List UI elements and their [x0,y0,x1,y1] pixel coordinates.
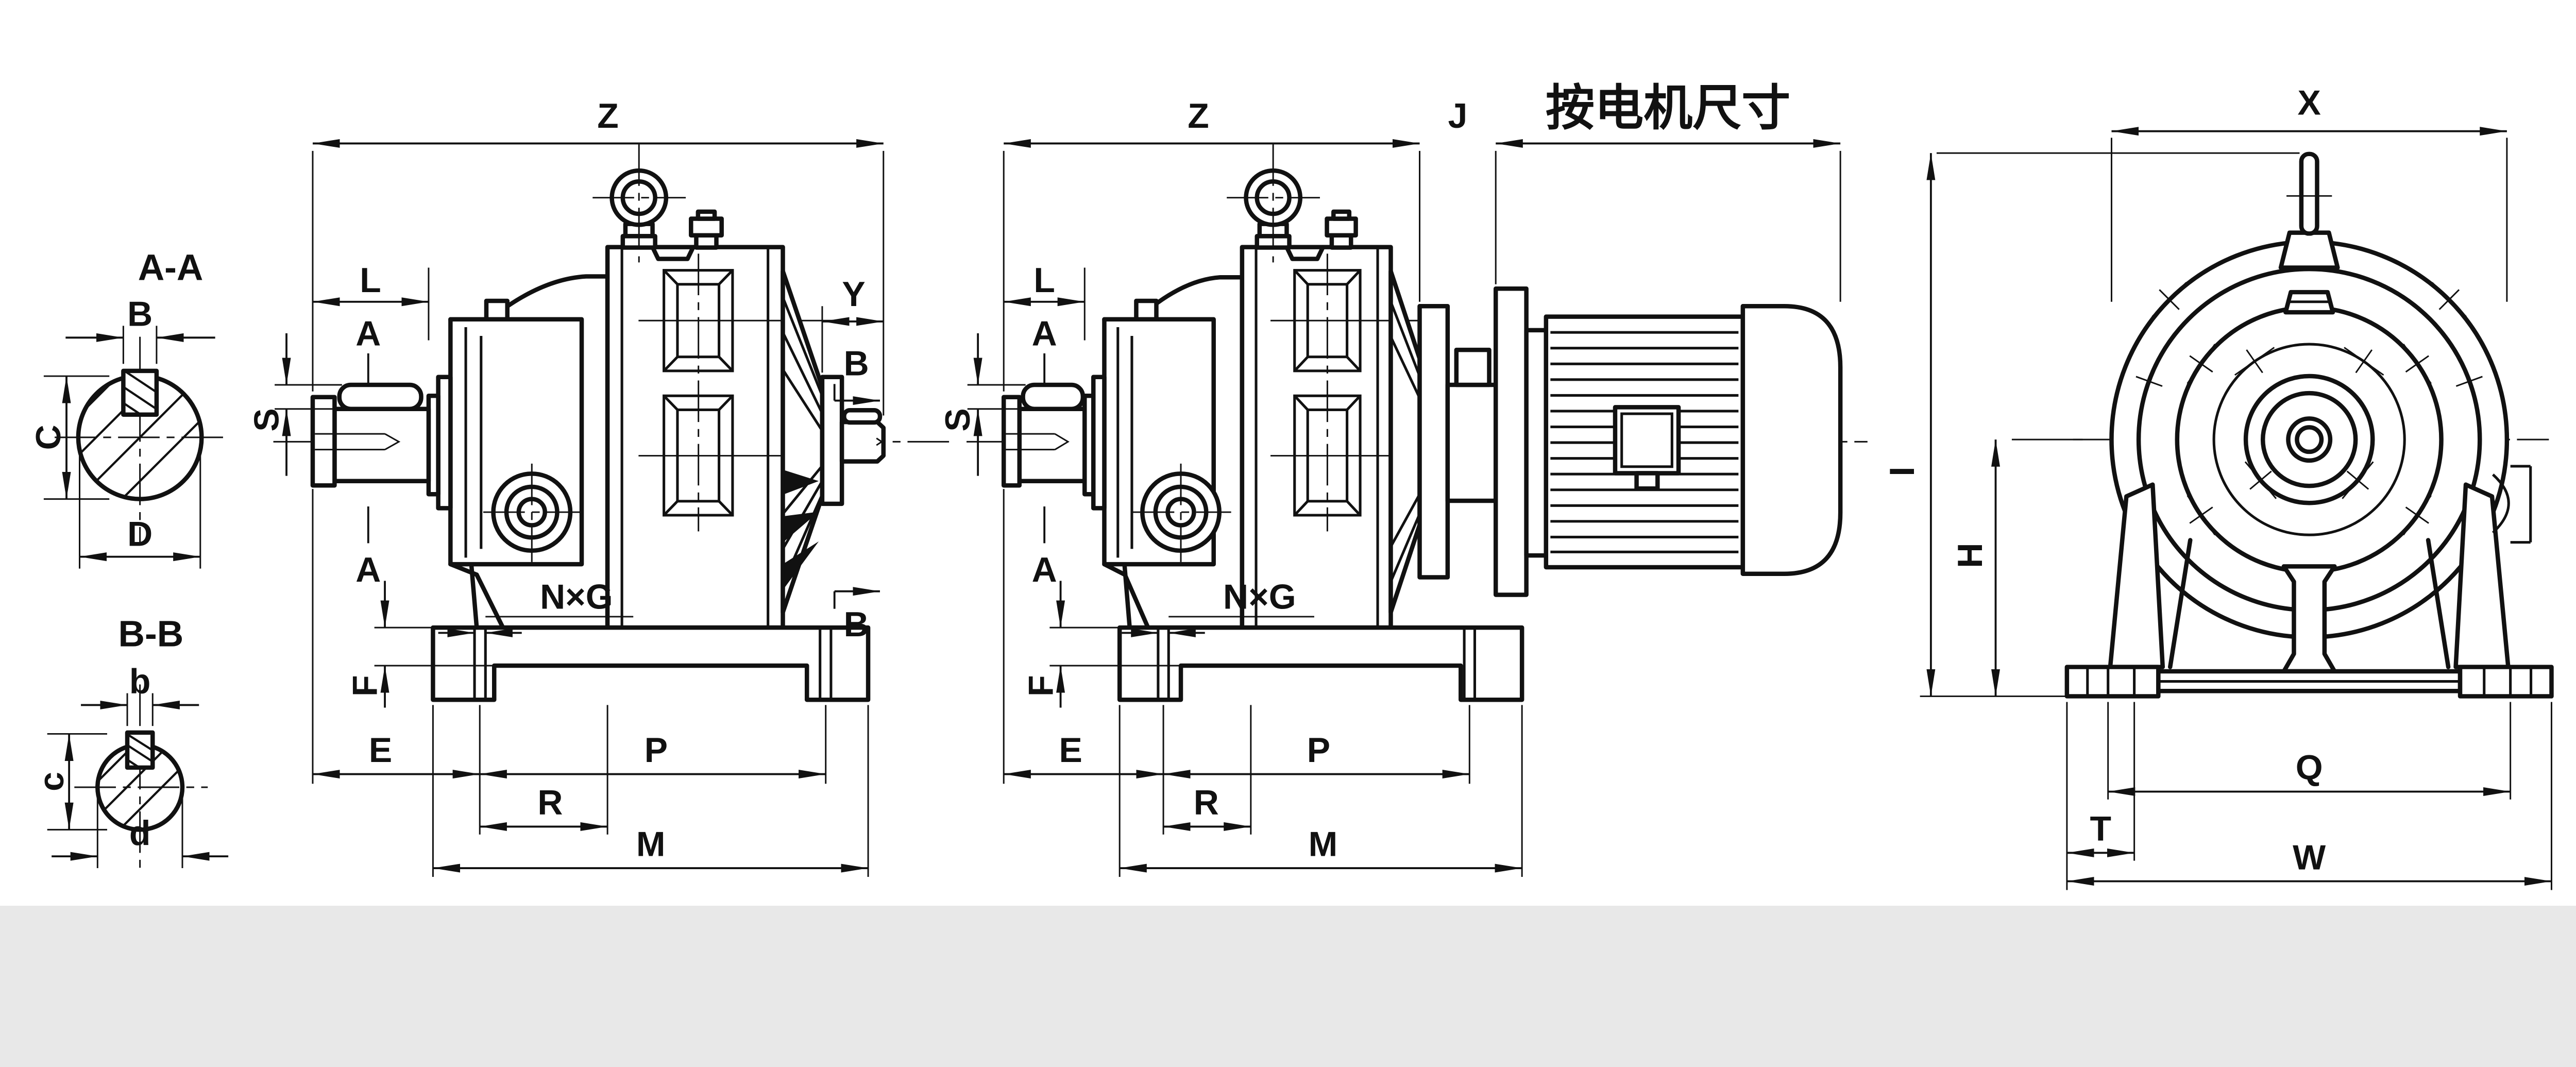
dim-label-l-motorview: L [1033,261,1055,300]
dim-label-x-front: X [2298,83,2321,122]
section-mark-a-upper-motorview: A [1032,315,1057,353]
dim-label-nxg-reducer: N×G [540,578,613,617]
motor-side-view [967,144,1868,702]
dim-label-m-motorview: M [1309,825,1338,863]
match-mark-ticks [2136,282,2483,536]
dim-label-p-reducer: P [645,731,668,770]
section-aa-title: A-A [138,247,204,288]
dim-label-h-front: H [1951,543,1990,568]
front-view [2064,151,2554,699]
dim-label-f-reducer: F [346,675,385,696]
dim-label-permotor-motorview: 按电机尺寸 [1546,81,1790,136]
section-bb-title: B-B [118,614,184,655]
dim-label-q-front: Q [2296,749,2323,787]
dim-label-e-reducer: E [369,731,392,770]
reducer-side-view-dimensions: Z L A A S Y B B N×G F [248,97,885,877]
section-mark-a-lower-reducer: A [355,551,381,589]
motor-view-dimensions: Z J 按电机尺寸 L A A S N×G F E P [939,81,1841,877]
section-mark-a-upper-reducer: A [355,315,381,353]
dim-label-m-reducer: M [636,825,666,863]
dim-label-j-motorview: J [1448,97,1467,136]
dim-label-s-motorview: S [939,408,977,431]
dim-label-z-reducer: Z [597,97,618,136]
dim-label-i-front: I [1883,467,1922,477]
dim-label-aa-c: C [29,425,68,450]
section-mark-a-lower-motorview: A [1032,551,1057,589]
dim-label-bb-d: d [129,814,150,853]
dim-label-f-motorview: F [1022,675,1060,696]
section-bb: B-B b c d [32,614,229,873]
dim-label-aa-d: D [127,515,152,553]
dim-label-e-motorview: E [1059,731,1082,770]
dim-label-bb-b: b [129,662,150,701]
dim-label-l-reducer: L [360,261,381,300]
dim-label-y-reducer: Y [842,275,865,314]
dim-label-r-reducer: R [537,784,563,822]
section-mark-b-upper-reducer: B [844,344,869,383]
dim-label-w-front: W [2293,839,2326,877]
section-aa: A-A B C D [29,247,226,569]
dim-label-z-motorview: Z [1188,97,1209,136]
dim-label-bb-c: c [32,772,71,791]
dim-label-p-motorview: P [1307,731,1330,770]
reducer-dimension-drawing: A-A B C D B-B [29,80,2554,890]
drawing-sheet: A-A B C D B-B [0,0,2576,906]
front-view-dimensions: X I H Q T W [1883,83,2552,890]
section-mark-b-lower-reducer: B [844,605,869,644]
dim-label-r-motorview: R [1194,784,1219,822]
dim-label-s-reducer: S [248,408,286,431]
dim-label-t-front: T [2090,810,2111,849]
dim-label-aa-b: B [127,295,152,333]
dim-label-nxg-motorview: N×G [1223,578,1296,617]
reducer-side-view [273,144,956,702]
